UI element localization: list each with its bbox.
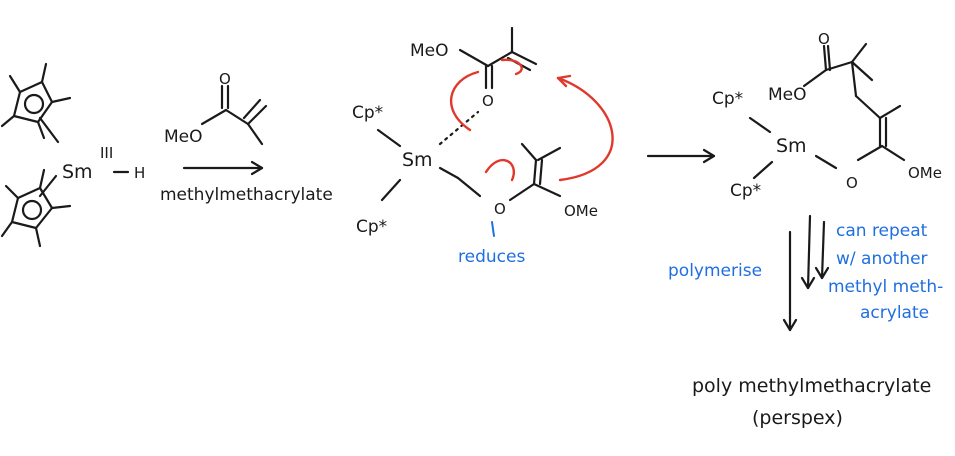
prod-cp-sm-bottom (752, 160, 774, 180)
enolate-o: O (494, 200, 506, 218)
cp-sm-bond-bottom (380, 178, 402, 202)
enolate-ome: OMe (564, 202, 598, 220)
repeat-note-2: w/ another (836, 249, 928, 269)
cp-star-ring-bottom (0, 168, 72, 248)
polymerise-note: polymerise (668, 261, 762, 281)
sm-o-bond (438, 166, 460, 180)
reduces-pointer (491, 221, 495, 237)
polymerise-arrow-outer-head (782, 318, 798, 332)
cp-sm-bond-top (376, 128, 402, 148)
polymerise-arrow-inner-head (800, 276, 816, 290)
mma-structure (200, 84, 268, 146)
int-sm-label: Sm (402, 149, 433, 171)
reagent-label: methylmethacrylate (160, 185, 333, 205)
reaction-arrow-2-head (702, 148, 716, 164)
prod-cp-top: Cp* (712, 89, 743, 109)
red-arrow-carbonyl (500, 58, 523, 76)
reduces-note: reduces (458, 247, 525, 267)
prod-carbonyl-o: O (818, 30, 830, 48)
repeat-note-3: methyl meth- (828, 277, 943, 297)
hydride-label: H (134, 164, 145, 182)
cp-star-ring-top (0, 62, 72, 144)
repeat-arrow (820, 220, 826, 280)
int-cp-bottom: Cp* (356, 217, 387, 237)
red-arrowhead-cc (556, 74, 572, 88)
intermediate-acrylate (458, 26, 538, 90)
prod-sm-o-bond (814, 154, 838, 170)
sm-o-bond-2 (456, 176, 482, 198)
repeat-arrow-head (814, 266, 830, 280)
product-common-name: (perspex) (752, 407, 843, 429)
prod-cp-bottom: Cp* (730, 181, 761, 201)
repeat-note-1: can repeat (836, 221, 928, 241)
mma-carbonyl-o: O (219, 70, 231, 88)
prod-enolate-o: O (846, 174, 858, 192)
prod-meo-label: MeO (768, 85, 807, 105)
product-name: poly methylmethacrylate (692, 375, 931, 397)
product-chain (802, 42, 906, 162)
polymerise-arrow-inner (806, 214, 812, 290)
red-arrow-cc (556, 76, 614, 182)
prod-sm-label: Sm (776, 135, 807, 157)
sm-oxidation-state: III (100, 144, 113, 162)
red-arrow-enolate (484, 159, 515, 182)
enolate-structure (508, 142, 562, 202)
sm-label: Sm (62, 161, 93, 183)
prod-ome: OMe (908, 164, 942, 182)
red-arrow-o-to-sm (450, 70, 480, 132)
int-meo-label: MeO (410, 41, 449, 61)
int-carbonyl-o: O (482, 92, 494, 110)
prod-cp-sm-top (748, 116, 772, 134)
repeat-note-4: acrylate (860, 303, 929, 323)
mma-meo-label: MeO (164, 127, 203, 147)
coordination-bond (438, 110, 480, 146)
reaction-arrow-1-head (250, 160, 264, 176)
int-cp-top: Cp* (352, 103, 383, 123)
